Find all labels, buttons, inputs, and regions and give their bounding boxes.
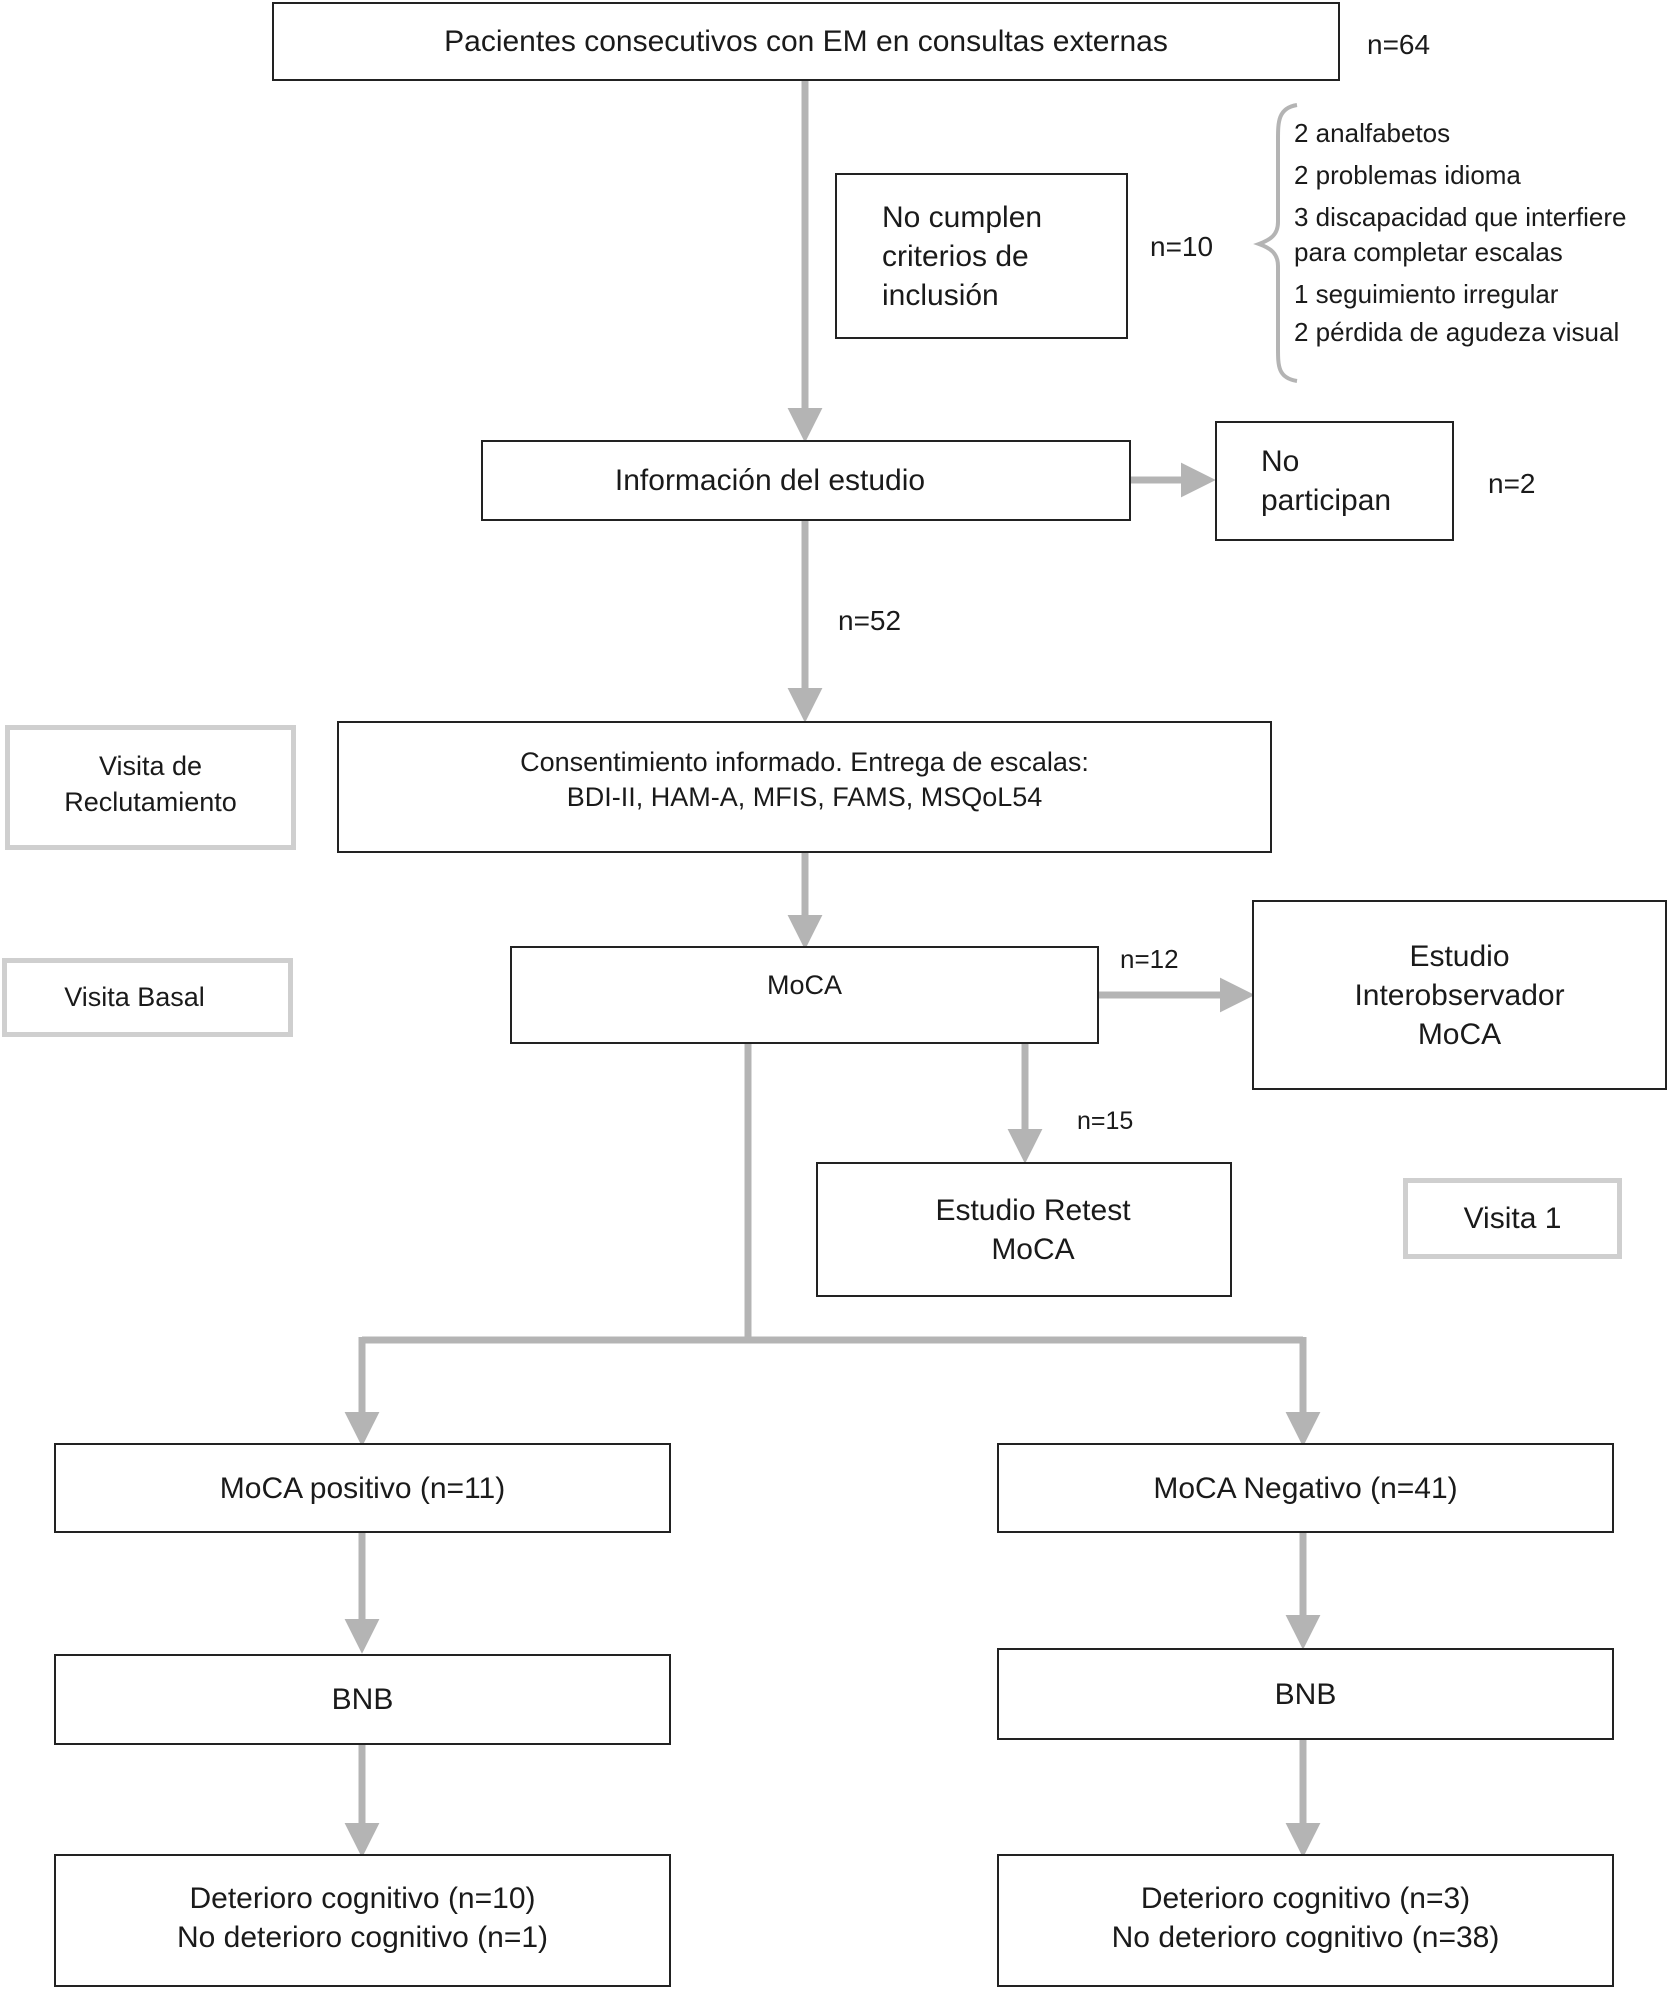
box-resultado-right: Deterioro cognitivo (n=3) No deterioro c…	[997, 1854, 1614, 1987]
box-interobservador-line-2: Interobservador	[1354, 978, 1565, 1012]
box-resultado-right-line-1: Deterioro cognitivo (n=3)	[1140, 1881, 1471, 1915]
box-moca: MoCA	[510, 946, 1099, 1044]
visit-reclutamiento-line-1: Visita de	[98, 751, 203, 782]
visit-1-text: Visita 1	[1463, 1202, 1562, 1235]
box-bnb-right-text: BNB	[1274, 1677, 1337, 1711]
box-no-cumplen-line-2: criterios de	[882, 239, 1029, 273]
box-consentimiento: Consentimiento informado. Entrega de esc…	[337, 721, 1272, 853]
exclusion-reason-1: 2 analfabetos	[1294, 118, 1451, 148]
box-informacion-text: Información del estudio	[614, 464, 926, 497]
box-bnb-right: BNB	[997, 1648, 1614, 1740]
box-consentimiento-line-1: Consentimiento informado. Entrega de esc…	[520, 746, 1089, 777]
count-n64: n=64	[1367, 29, 1431, 60]
box-resultado-left-line-2: No deterioro cognitivo (n=1)	[176, 1920, 549, 1954]
visit-reclutamiento-line-2: Reclutamiento	[64, 786, 237, 817]
box-moca-positivo: MoCA positivo (n=11)	[54, 1443, 671, 1533]
exclusion-reasons: 2 analfabetos 2 problemas idioma 3 disca…	[1294, 120, 1626, 345]
box-pacientes: Pacientes consecutivos con EM en consult…	[272, 2, 1340, 81]
box-moca-negativo: MoCA Negativo (n=41)	[997, 1443, 1614, 1533]
exclusion-reason-3: 3 discapacidad que interfiere	[1294, 202, 1627, 232]
visit-basal: Visita Basal	[2, 958, 293, 1037]
box-retest: Estudio Retest MoCA	[816, 1162, 1232, 1297]
exclusion-reason-5: 1 seguimiento irregular	[1294, 279, 1559, 309]
exclusion-brace	[1253, 103, 1298, 383]
box-interobservador-line-1: Estudio	[1409, 939, 1510, 973]
box-consentimiento-line-2: BDI-II, HAM-A, MFIS, FAMS, MSQoL54	[566, 782, 1043, 812]
box-moca-negativo-text: MoCA Negativo (n=41)	[1153, 1471, 1458, 1505]
box-no-participan: No participan	[1215, 421, 1454, 541]
box-interobservador: Estudio Interobservador MoCA	[1252, 900, 1667, 1090]
box-interobservador-line-3: MoCA	[1417, 1017, 1502, 1051]
exclusion-reason-6: 2 pérdida de agudeza visual	[1294, 317, 1620, 347]
box-retest-line-1: Estudio Retest	[935, 1193, 1131, 1227]
box-no-cumplen-line-1: No cumplen	[882, 200, 1043, 234]
box-pacientes-text: Pacientes consecutivos con EM en consult…	[444, 25, 1168, 58]
box-no-cumplen-line-3: inclusión	[882, 278, 999, 312]
count-n2: n=2	[1488, 468, 1536, 499]
box-bnb-left-text: BNB	[331, 1683, 394, 1716]
box-resultado-left-line-1: Deterioro cognitivo (n=10)	[189, 1881, 536, 1915]
exclusion-reason-4: para completar escalas	[1294, 237, 1563, 267]
count-n52: n=52	[838, 605, 902, 636]
count-n15: n=15	[1077, 1107, 1134, 1135]
visit-reclutamiento: Visita de Reclutamiento	[5, 725, 296, 850]
visit-1: Visita 1	[1403, 1178, 1622, 1259]
box-retest-line-2: MoCA	[991, 1232, 1075, 1266]
box-moca-text: MoCA	[766, 970, 842, 1001]
box-no-participan-line-2: participan	[1261, 484, 1392, 517]
box-no-participan-line-1: No	[1261, 445, 1300, 478]
count-n12: n=12	[1120, 944, 1179, 974]
box-bnb-left: BNB	[54, 1654, 671, 1745]
box-moca-positivo-text: MoCA positivo (n=11)	[219, 1471, 506, 1505]
box-resultado-right-line-2: No deterioro cognitivo (n=38)	[1111, 1920, 1500, 1954]
box-resultado-left: Deterioro cognitivo (n=10) No deterioro …	[54, 1854, 671, 1987]
visit-basal-text: Visita Basal	[64, 981, 205, 1012]
count-n10: n=10	[1150, 231, 1214, 262]
box-no-cumplen: No cumplen criterios de inclusión	[835, 173, 1128, 339]
exclusion-reason-2: 2 problemas idioma	[1294, 160, 1521, 190]
box-informacion: Información del estudio	[481, 440, 1131, 521]
